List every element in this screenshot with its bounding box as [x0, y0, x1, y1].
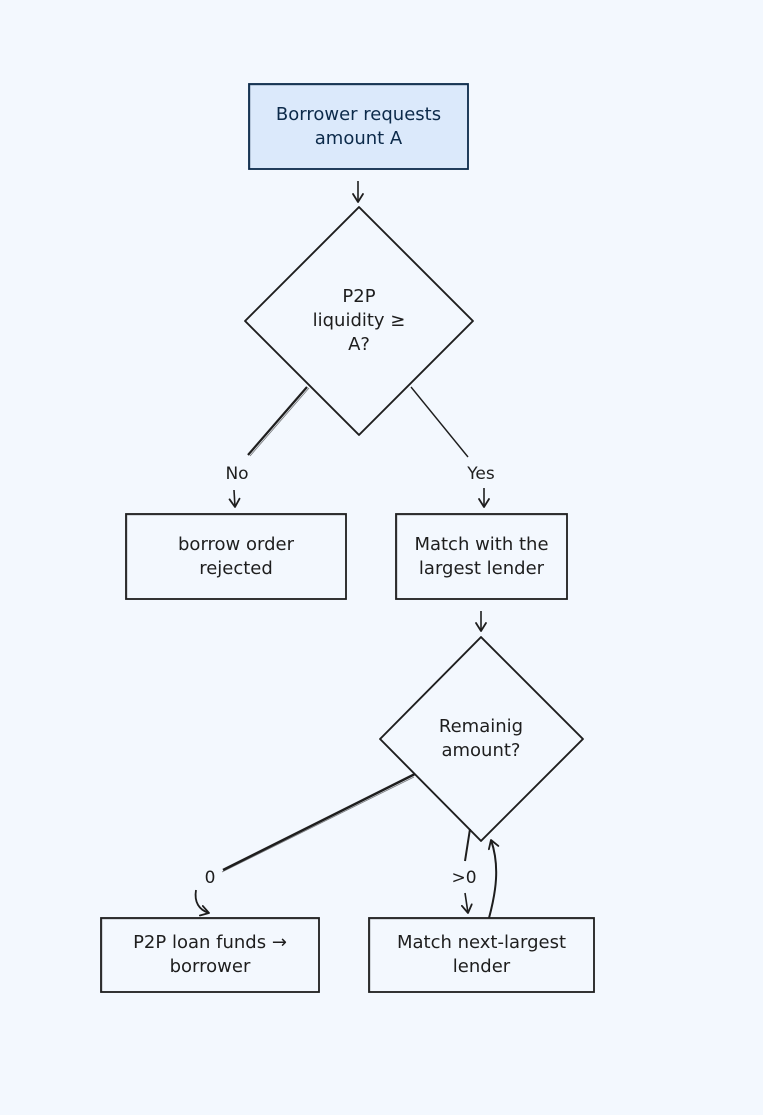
loan-funds-node: P2P loan funds → borrower: [101, 918, 319, 992]
loan-funds-node-label: P2P loan funds → borrower: [133, 932, 287, 977]
start-node-label: Borrower requests amount A: [275, 103, 442, 149]
liquidity-decision-label: P2P liquidity ≥ A?: [312, 286, 406, 355]
remaining-decision-shape: [379, 636, 584, 842]
remaining-decision-label: Remainig amount?: [438, 716, 524, 761]
match-next-node: Match next-largest lender: [369, 918, 594, 992]
edge-loop-back: [487, 839, 500, 919]
edge-label-yes: Yes: [467, 464, 495, 484]
match-largest-node: Match with the largest lender: [396, 514, 567, 599]
edge-label-no: No: [225, 464, 249, 484]
match-next-node-label: Match next-largest lender: [396, 932, 567, 977]
remaining-decision-node: Remainig amount?: [411, 709, 551, 769]
edge-yes-line: [410, 386, 469, 458]
edge-no-line: [247, 386, 308, 456]
start-node-shape: [248, 83, 469, 170]
match-largest-node-label: Match with the largest lender: [414, 533, 549, 579]
edge-zero-arrow: [194, 889, 210, 917]
edge-gt-zero-arrow: [460, 892, 473, 914]
liquidity-decision-node: P2P liquidity ≥ A?: [285, 271, 433, 371]
edge-no-arrow: [228, 489, 241, 508]
rejected-node: borrow order rejected: [126, 514, 346, 599]
edge-gt-zero-line: [464, 828, 471, 862]
edge-zero-line: [222, 772, 416, 872]
rejected-node-label: borrow order rejected: [178, 533, 294, 579]
edge-label-gt-zero: >0: [451, 868, 477, 888]
edge-label-zero: 0: [204, 868, 216, 888]
liquidity-decision-shape: [244, 206, 474, 436]
start-node: Borrower requests amount A: [249, 84, 468, 169]
